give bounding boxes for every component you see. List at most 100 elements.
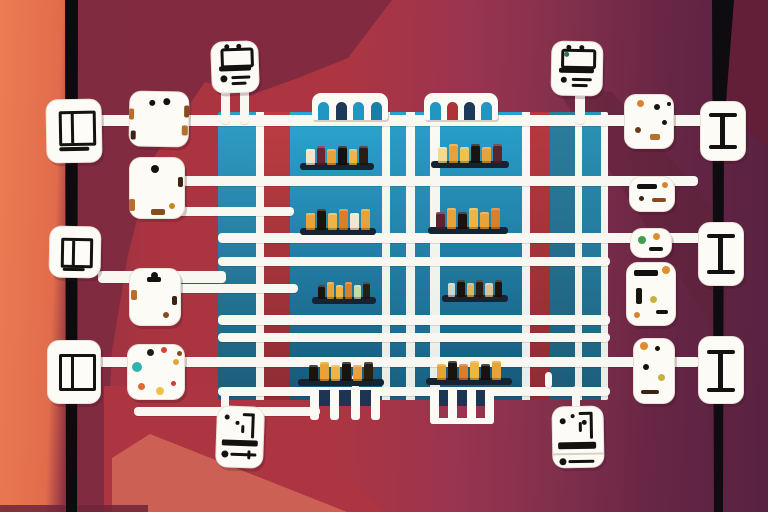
node-machine-top-glyph-4 bbox=[218, 65, 252, 72]
comb-gap-3 bbox=[359, 390, 371, 406]
node-stack-1-glyph-4 bbox=[652, 198, 666, 202]
node-document-bottom-left-glyph-1 bbox=[224, 414, 230, 420]
component-cap-2 bbox=[448, 360, 457, 380]
node-machine-top-right-glyph-4 bbox=[579, 45, 585, 51]
cluster-caps bbox=[434, 206, 502, 229]
connector-comb-bottom-2 bbox=[430, 390, 494, 424]
board-col-teal-right-12 bbox=[550, 112, 575, 400]
trace-horizontal-1 bbox=[94, 115, 706, 126]
trace-horizontal-5 bbox=[218, 257, 610, 266]
node-stack-3-glyph-4 bbox=[650, 296, 657, 303]
node-pads-2-glyph-3 bbox=[151, 209, 165, 215]
node-machine-top bbox=[210, 40, 260, 94]
node-machine-top-right-glyph-2 bbox=[564, 51, 570, 57]
component-cap-6 bbox=[494, 279, 502, 297]
node-machine-top-right-glyph-7 bbox=[571, 77, 592, 82]
component-cluster-5 bbox=[312, 280, 376, 304]
trace-horizontal-2 bbox=[182, 176, 698, 186]
component-cap-5 bbox=[485, 282, 493, 297]
node-stack-1-glyph-1 bbox=[637, 184, 657, 189]
comb-gap-1 bbox=[439, 390, 449, 406]
comb-gap-1 bbox=[319, 390, 331, 406]
node-window-top-left bbox=[45, 98, 103, 164]
component-cap-2 bbox=[449, 143, 458, 163]
component-cap-4 bbox=[338, 145, 347, 165]
board-v-line-1 bbox=[256, 112, 264, 400]
comb-slot-1 bbox=[430, 102, 441, 120]
component-cap-1 bbox=[438, 147, 447, 163]
board-col-teal-left-0 bbox=[218, 112, 256, 400]
trace-horizontal-4 bbox=[218, 233, 702, 243]
node-confetti-glyph-2 bbox=[147, 349, 154, 356]
cluster-caps bbox=[318, 280, 370, 299]
node-window-left-mid-glyph-1 bbox=[60, 237, 94, 269]
node-stack-2 bbox=[630, 228, 672, 258]
node-pads-1-glyph-5 bbox=[181, 125, 188, 136]
connector-comb-top-1 bbox=[312, 93, 388, 120]
node-pads-right bbox=[624, 94, 674, 149]
node-ibeam-3-glyph-3 bbox=[707, 388, 735, 392]
node-pads-right-glyph-5 bbox=[650, 134, 660, 140]
comb-tooth-1 bbox=[310, 390, 319, 420]
node-document-bottom-left-glyph-2 bbox=[235, 420, 240, 425]
component-cap-4 bbox=[339, 208, 348, 230]
node-pads-right-glyph-3 bbox=[662, 120, 667, 125]
cluster-shadow-bar bbox=[428, 227, 508, 234]
node-stack-4-glyph-3 bbox=[643, 364, 649, 370]
component-cap-1 bbox=[318, 284, 325, 299]
component-cluster-1 bbox=[300, 144, 374, 170]
component-cluster-8 bbox=[426, 359, 512, 385]
comb-tooth-3 bbox=[350, 390, 360, 420]
component-cap-6 bbox=[493, 143, 502, 163]
component-cap-3 bbox=[460, 147, 469, 163]
cluster-shadow-bar bbox=[426, 378, 512, 385]
node-pads-right-glyph-1 bbox=[637, 100, 644, 107]
node-stack-4-glyph-2 bbox=[655, 346, 660, 351]
node-triangle-glyph-1 bbox=[151, 272, 158, 279]
component-cap-3 bbox=[328, 212, 337, 230]
board-col-red-left-2 bbox=[264, 112, 290, 400]
component-cap-2 bbox=[327, 281, 334, 299]
component-cap-3 bbox=[466, 282, 474, 297]
node-stack-4-glyph-4 bbox=[658, 374, 665, 381]
node-machine-top-right-glyph-8 bbox=[571, 83, 588, 88]
cluster-caps bbox=[437, 142, 503, 163]
node-triangle-glyph-2 bbox=[147, 277, 161, 282]
node-document-bottom-right-glyph-4 bbox=[589, 411, 594, 439]
component-cap-3 bbox=[458, 211, 467, 229]
node-ibeam-1 bbox=[700, 101, 746, 161]
node-window-top-left-glyph-1 bbox=[58, 110, 97, 147]
comb-slot-1 bbox=[318, 102, 330, 120]
component-cap-5 bbox=[353, 365, 362, 381]
trace-horizontal-11 bbox=[218, 387, 610, 396]
component-cap-6 bbox=[359, 145, 369, 165]
trace-vertical-1 bbox=[221, 86, 230, 124]
node-stack-2-glyph-2 bbox=[653, 233, 660, 240]
comb-tooth-3 bbox=[466, 390, 476, 424]
component-cap-4 bbox=[470, 360, 479, 380]
component-cap-1 bbox=[309, 365, 318, 381]
node-pads-right-glyph-2 bbox=[654, 104, 660, 110]
node-confetti bbox=[127, 344, 185, 400]
node-machine-top-glyph-6 bbox=[231, 75, 251, 80]
node-stack-1 bbox=[629, 176, 675, 212]
cluster-caps bbox=[304, 360, 378, 381]
connector-comb-bottom-1 bbox=[310, 390, 380, 420]
node-pads-right-glyph-4 bbox=[635, 127, 641, 133]
board-v-line-13 bbox=[575, 112, 582, 400]
trace-vertical-5 bbox=[572, 386, 580, 410]
component-cap-4 bbox=[476, 279, 484, 297]
component-cap-5 bbox=[354, 284, 361, 299]
node-window-bottom-left-glyph-1 bbox=[59, 354, 96, 391]
node-confetti-glyph-7 bbox=[171, 381, 176, 386]
component-cap-3 bbox=[459, 364, 468, 380]
board-v-line-10 bbox=[522, 112, 530, 400]
connector-comb-top-2 bbox=[424, 93, 498, 120]
cluster-caps bbox=[306, 207, 370, 230]
component-cap-3 bbox=[331, 365, 340, 381]
node-triangle-glyph-5 bbox=[163, 312, 169, 318]
trace-horizontal-7 bbox=[130, 284, 298, 293]
node-pads-right-glyph-6 bbox=[667, 102, 671, 106]
node-document-bottom-left-glyph-6 bbox=[221, 439, 258, 447]
